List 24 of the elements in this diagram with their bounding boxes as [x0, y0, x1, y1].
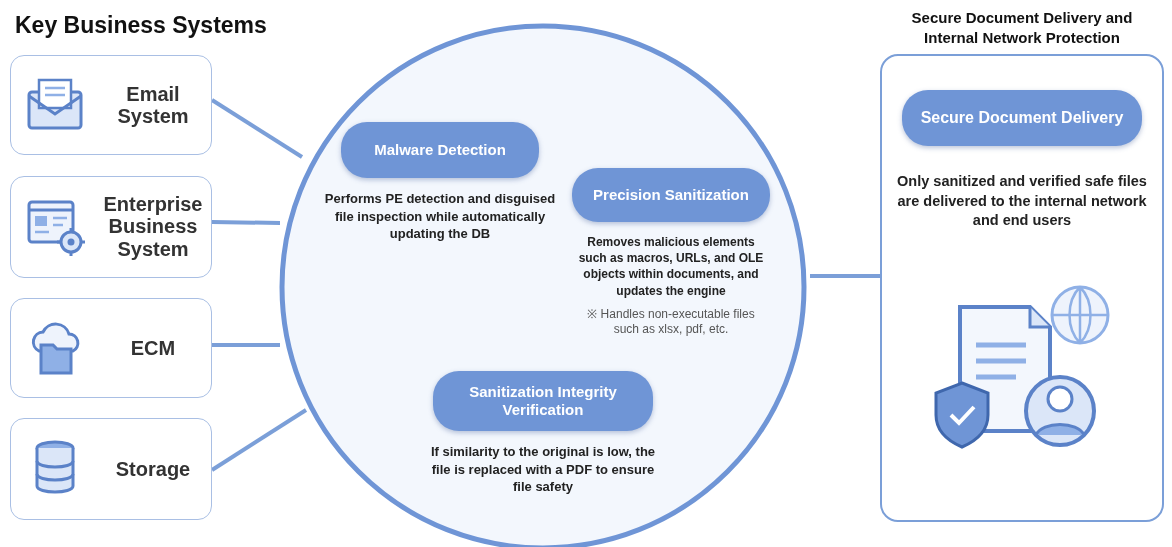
connector-line: [211, 220, 281, 225]
heading-pill: Precision Sanitization: [572, 168, 770, 222]
system-card: [10, 298, 212, 398]
section-title: Key Business Systems: [15, 12, 267, 39]
system-card: [10, 55, 212, 155]
system-name: Email System: [116, 82, 190, 128]
description-text: Removes malicious elements such as macros, URLs, and OLE objects within documents, and updates the engine: [577, 234, 765, 299]
heading-pill: Sanitization Integrity Verification: [433, 371, 653, 431]
connector-line: [810, 274, 880, 278]
heading-pill: Secure Document Delivery: [902, 90, 1142, 146]
panel-heading: Secure Document Delivery and Internal Network Protection: [910, 8, 1134, 47]
description-text: Only sanitized and verified safe files are delivered to the internal network and end users: [896, 172, 1148, 231]
description-text: If similarity to the original is low, the file is replaced with a PDF to ensure file safety: [429, 443, 657, 496]
system-card: [10, 418, 212, 520]
footnote-text: ※ Handles non-executable files such as xlsx, pdf, etc.: [586, 306, 756, 338]
connector-line: [210, 408, 308, 472]
connector-line: [210, 98, 304, 159]
system-name: Enterprise Business System: [102, 193, 204, 261]
description-text: Performs PE detection and disguised file inspection while automatically updating the DB: [323, 190, 557, 243]
heading-pill: Malware Detection: [341, 122, 539, 178]
connector-line: [212, 343, 280, 347]
system-name: ECM: [129, 336, 177, 360]
system-card: [10, 176, 212, 278]
system-name: Storage: [114, 457, 192, 481]
